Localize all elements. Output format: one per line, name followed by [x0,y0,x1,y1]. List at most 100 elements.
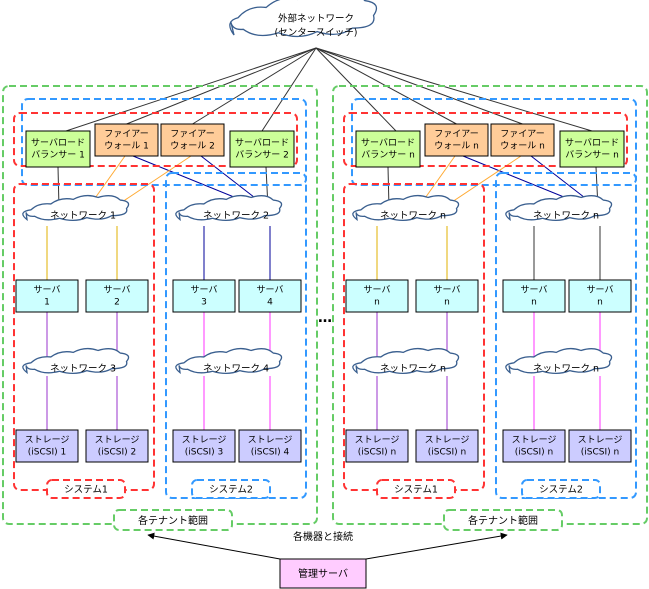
tenant1-network-3-label: ネットワーク 3 [50,364,116,375]
tenant2-server-1-line-1: サーバ [364,285,391,296]
tenant2-server-4-line-1: サーバ [587,285,614,296]
tenant1-server-2-line-1: サーバ [104,285,131,296]
tenant2-server-3[interactable] [502,279,566,313]
tenant1-system1-tag: システム1 [46,479,126,499]
tenant2-network-4-cloud [505,347,613,375]
tenant2-server-1-line-2: n [374,298,380,308]
tenant1-server-2[interactable] [85,279,149,313]
center-switch-cloud [229,0,378,38]
center-switch-sublabel: (センタースイッチ) [275,28,358,39]
tenant2-server-4[interactable] [568,279,632,313]
tenant2-storage-2-line-1: ストレージ [425,436,470,446]
tenant2-firewall-1[interactable] [424,123,489,157]
tenant1-load-balancer-2[interactable] [229,130,295,168]
tenant2-network-1-cloud [352,194,460,222]
tenant2-server-1[interactable] [345,279,409,313]
tenant1-storage-2[interactable] [85,429,149,463]
tenant2-uplink-3 [315,47,593,132]
tenant2-server-2[interactable] [415,279,479,313]
tenant2-load-balancer-2[interactable] [559,130,625,168]
tenant2-server-3-line-2: n [531,298,537,308]
tenant1-network-1-label: ネットワーク 1 [50,211,116,222]
tenant1-server-1-line-1: サーバ [34,285,61,296]
tenant2-storage-4-line-1: ストレージ [578,436,623,446]
tenant2-blue-top [351,98,637,186]
tenant2-storage-2[interactable] [415,429,479,463]
connect-label: 各機器と接続 [293,530,353,543]
tenant1-storage-2-line-1: ストレージ [95,436,140,446]
tenant1-network-1-cloud [22,194,130,222]
tenant1-server-3[interactable] [172,279,236,313]
center-switch-label: 外部ネットワーク [278,13,354,25]
tenant2-network-3-label: ネットワーク n [380,364,446,375]
tenant2-network-2-cloud [505,194,613,222]
tenant2-load-balancer-1[interactable] [355,130,421,168]
tenant2-range-tag: 各テナント範囲 [443,509,563,531]
tenant1-server-4-line-1: サーバ [257,285,284,296]
tenant1-firewall-1-line-1: ファイアー [104,130,148,140]
tenant1-load-balancer-2-line-1: サーバロード [235,138,289,149]
tenant1-server-1-line-2: 1 [44,298,50,308]
tenant1-system2-label: システム2 [209,485,253,496]
tenant2-server-4-line-2: n [597,298,603,308]
mgmt-arrow-right [365,532,508,560]
tenant1-load-balancer-2-line-2: バランサー 2 [235,150,289,161]
tenant1-range-label: 各テナント範囲 [138,514,208,527]
tenant2-network-4-label: ネットワーク n [533,364,599,375]
tenant1-system1-label: システム1 [64,485,108,496]
tenant1-server-4-line-2: 4 [267,298,273,308]
tenant2-firewall-2[interactable] [490,123,555,157]
tenant2-firewall-1-line-1: ファイアー [434,130,478,140]
tenant1-network-2-label: ネットワーク 2 [203,211,269,222]
tenant1-load-balancer-1-line-1: サーバロード [31,138,85,149]
tenant1-server-1[interactable] [15,279,79,313]
management-server[interactable] [279,558,367,589]
tenant2-firewall-1-line-2: ウォール n [434,141,479,152]
tenant1-blue-top [21,98,307,186]
tenant1-network-2-cloud [175,194,283,222]
tenant-ellipsis: … [318,310,332,326]
tenant2-red-top [343,112,628,167]
tenant1-network-4-cloud [175,347,283,375]
tenant1-storage-1-line-2: (iSCSI) 1 [28,448,66,458]
mgmt-arrow-left [147,532,281,560]
tenant2-network-2-label: ネットワーク n [533,211,599,222]
tenant1-red-top [13,112,298,167]
tenant1-fw2-net1 [112,155,192,209]
tenant1-firewall-2-line-2: ウォール 2 [170,141,215,152]
tenant1-firewall-1-line-2: ウォール 1 [104,141,149,152]
tenant1-storage-1[interactable] [15,429,79,463]
tenant1-firewall-2[interactable] [160,123,225,157]
tenant2-load-balancer-2-line-1: サーバロード [565,138,619,149]
tenant2-storage-4-line-2: (iSCSI) n [581,448,619,458]
tenant1-uplink-3 [261,47,317,132]
tenant2-server-2-line-1: サーバ [434,285,461,296]
tenant2-storage-4[interactable] [568,429,632,463]
tenant2-network-3-cloud [352,347,460,375]
tenant1-storage-3[interactable] [172,429,236,463]
tenant2-network-1-label: ネットワーク n [380,211,446,222]
tenant1-system2-tag: システム2 [191,479,271,499]
tenant1-storage-4-line-1: ストレージ [248,436,293,446]
tenant2-system2-label: システム2 [539,485,583,496]
tenant1-server-4[interactable] [238,279,302,313]
tenant1-storage-4[interactable] [238,429,302,463]
tenant2-fw2-net1 [442,155,522,209]
tenant2-load-balancer-1-line-2: バランサー n [361,150,415,161]
tenant1-server-2-line-2: 2 [114,298,120,308]
tenant2-load-balancer-1-line-1: サーバロード [361,138,415,149]
tenant1-uplink-lb1 [65,47,317,132]
tenant1-network-4-label: ネットワーク 4 [203,364,269,375]
tenant1-storage-2-line-2: (iSCSI) 2 [98,448,136,458]
tenant1-firewall-2-line-1: ファイアー [170,130,214,140]
tenant2-firewall-2-line-1: ファイアー [500,130,544,140]
tenant2-storage-1[interactable] [345,429,409,463]
tenant1-load-balancer-1[interactable] [25,130,91,168]
tenant2-range-label: 各テナント範囲 [468,514,538,527]
tenant2-load-balancer-2-line-2: バランサー n [565,150,619,161]
tenant1-storage-3-line-2: (iSCSI) 3 [185,448,223,458]
tenant1-firewall-1[interactable] [94,123,159,157]
tenant2-storage-3[interactable] [502,429,566,463]
tenant2-storage-3-line-1: ストレージ [512,436,557,446]
tenant1-storage-1-line-1: ストレージ [25,436,70,446]
